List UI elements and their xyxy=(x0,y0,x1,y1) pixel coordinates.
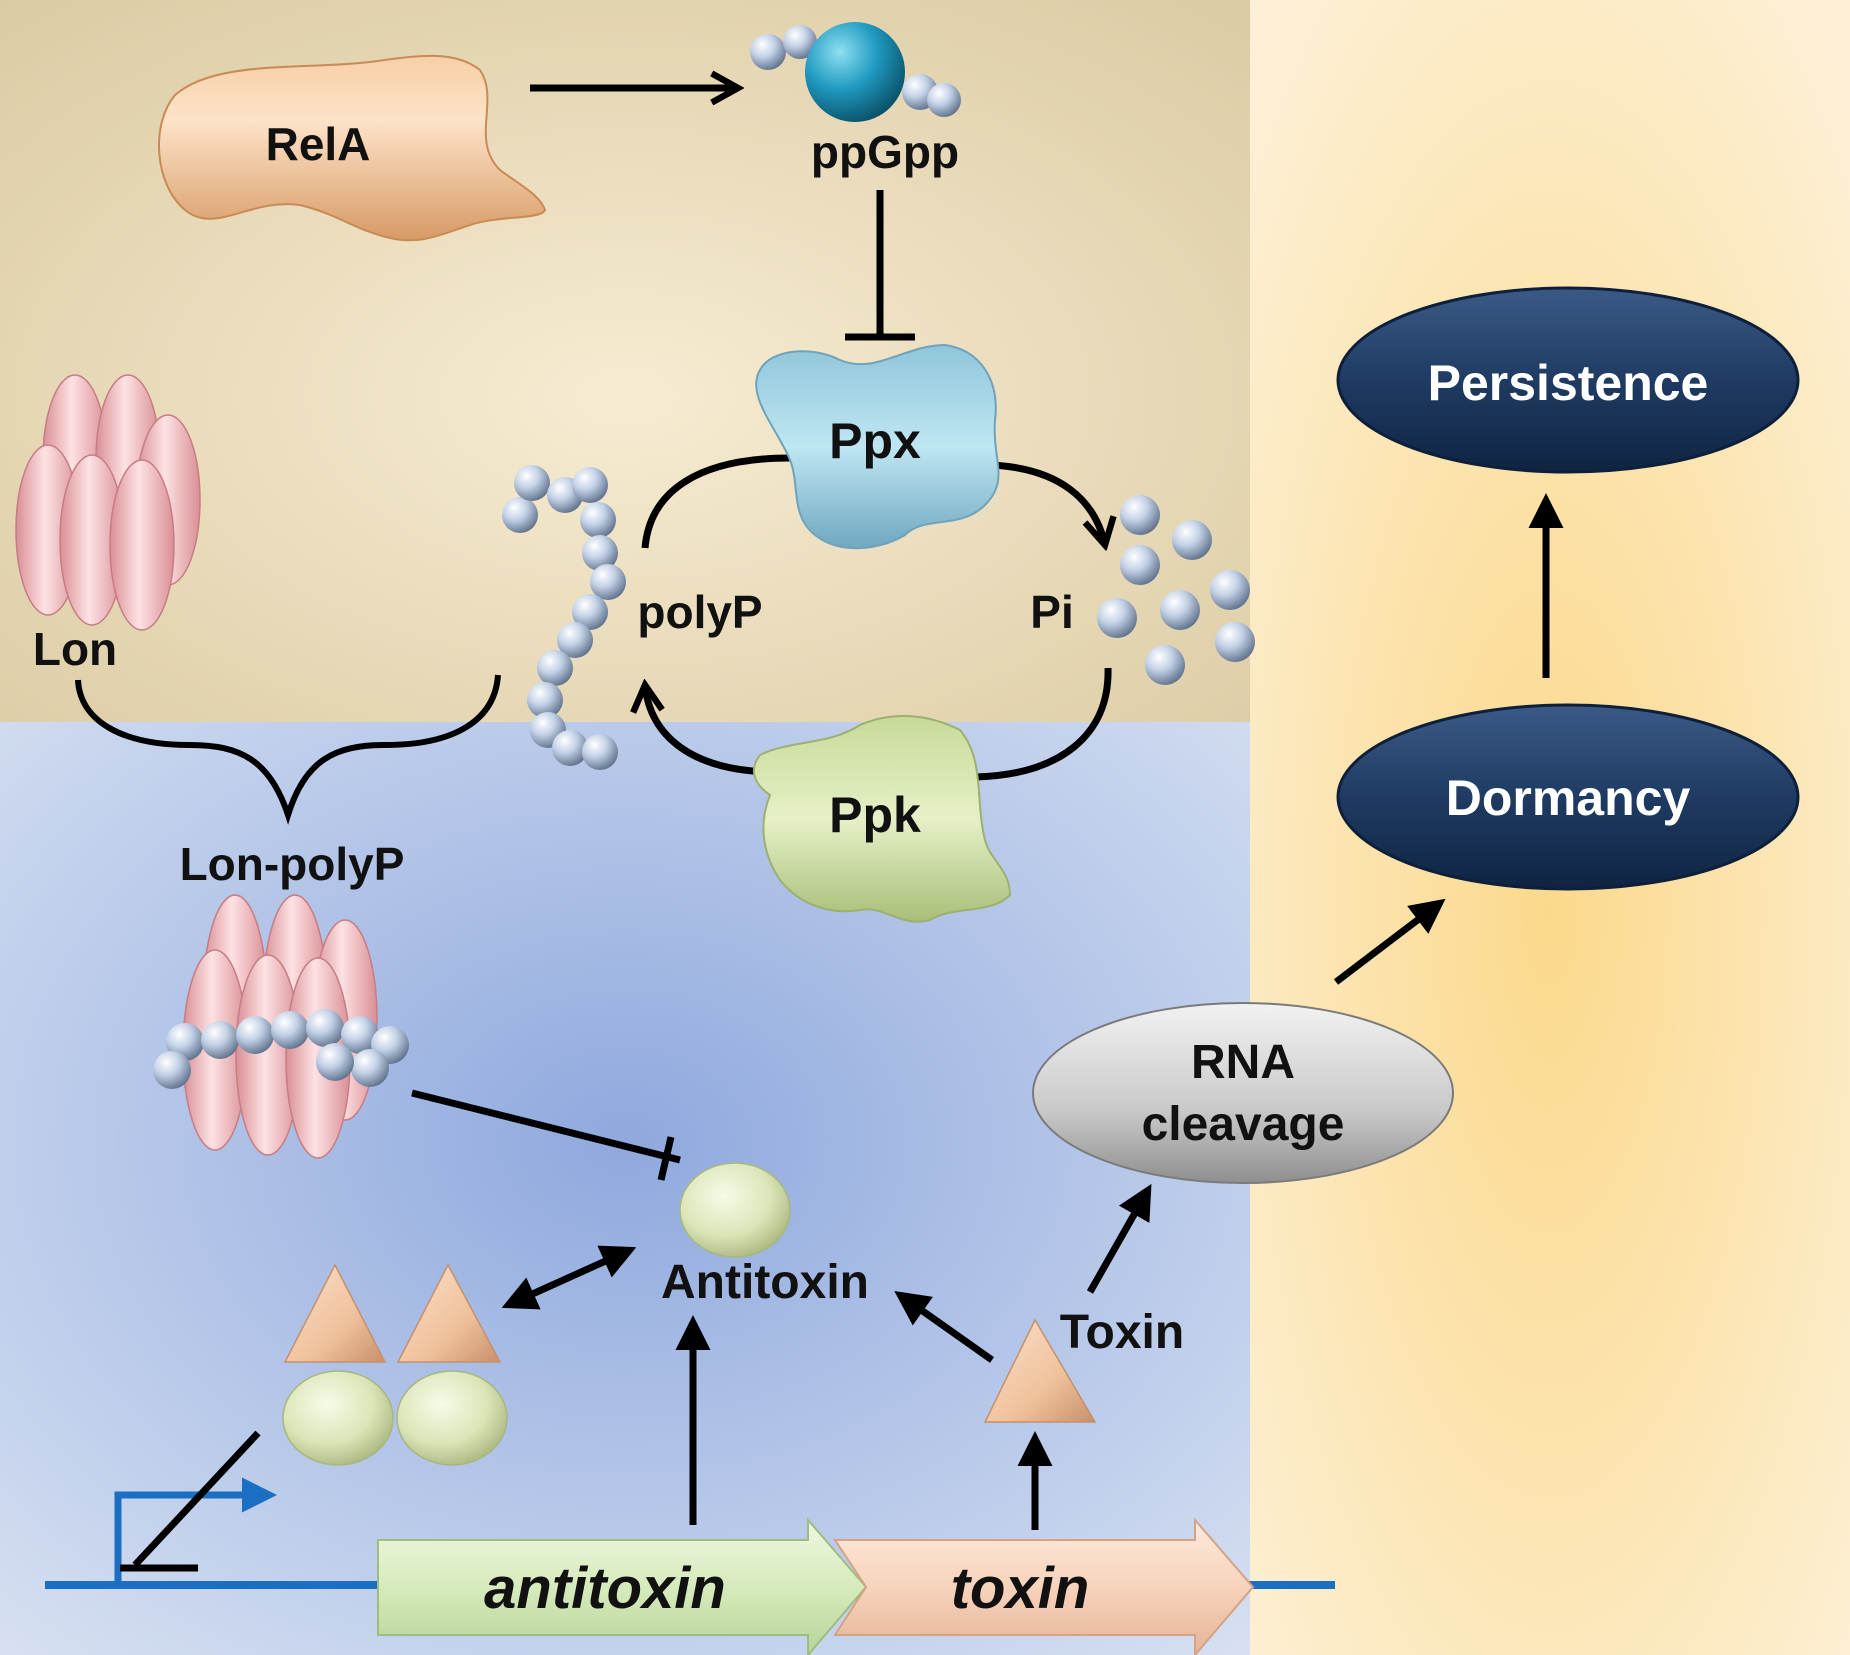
dormancy-label: Dormancy xyxy=(1446,770,1691,826)
polyp-bead xyxy=(514,465,550,501)
ring-bead xyxy=(271,1011,309,1049)
polyp-bead xyxy=(527,682,563,718)
arrow-toxin-to-rna-cleavage xyxy=(1086,1183,1152,1294)
toxin-gene: toxin xyxy=(833,1517,1255,1655)
persistence-label: Persistence xyxy=(1428,355,1709,411)
ppgpp-bead-1 xyxy=(750,34,786,70)
ring-bead xyxy=(341,1016,379,1054)
polyp-bead xyxy=(502,497,538,533)
polyp-label: polyP xyxy=(637,586,762,638)
polyp-bead xyxy=(537,650,573,686)
ppx-label: Ppx xyxy=(829,413,921,469)
antitoxin-gene: antitoxin xyxy=(377,1517,868,1655)
arrow-toxin-to-antitoxin xyxy=(894,1290,995,1363)
ta-complex xyxy=(282,1263,508,1466)
polyp-bead xyxy=(557,622,593,658)
rna-cleavage-line2: cleavage xyxy=(1142,1098,1345,1151)
pi-bead xyxy=(1145,645,1185,685)
arc-pi-to-ppk xyxy=(974,667,1112,781)
ppgpp-bead-2 xyxy=(783,25,817,59)
ring-bead xyxy=(236,1016,274,1054)
pi-bead xyxy=(1120,545,1160,585)
ppgpp-molecule: ppGpp xyxy=(750,22,961,178)
ring-bead xyxy=(316,1043,354,1081)
pi-bead xyxy=(1120,495,1160,535)
persistence-node: Persistence xyxy=(1336,286,1800,474)
toxin-protein: Toxin xyxy=(983,1306,1184,1423)
lon-polyp-label: Lon-polyP xyxy=(180,838,405,890)
pi-cluster: Pi xyxy=(1030,495,1255,685)
ppk-label: Ppk xyxy=(829,787,921,843)
arrow-rna-to-dormancy xyxy=(1333,898,1446,985)
toxin-gene-label: toxin xyxy=(951,1556,1090,1621)
polyp-bead xyxy=(590,564,626,600)
promoter-arrow xyxy=(114,1477,277,1585)
background-bottom-region xyxy=(0,722,1250,1655)
polyp-bead xyxy=(572,467,608,503)
arc-polyp-to-ppx xyxy=(641,454,791,549)
pi-label: Pi xyxy=(1030,586,1073,638)
arc-ppx-to-pi xyxy=(989,461,1105,545)
pi-bead xyxy=(1172,520,1212,560)
rna-cleavage-node: RNA cleavage xyxy=(1032,1002,1454,1184)
pi-bead xyxy=(1160,590,1200,630)
pi-bead xyxy=(1210,570,1250,610)
inhibition-lonpolyp-to-antitoxin xyxy=(411,1089,681,1181)
polyp-chain: polyP xyxy=(502,465,763,770)
rela-label: RelA xyxy=(266,118,371,170)
arrow-complex-antitoxin xyxy=(501,1245,637,1310)
pi-bead xyxy=(1215,622,1255,662)
polyp-bead xyxy=(572,594,608,630)
toxin-label: Toxin xyxy=(1060,1306,1184,1359)
pi-bead xyxy=(1097,598,1137,638)
brace-lon-polyp xyxy=(75,674,501,825)
inhibition-complex-to-promoter xyxy=(120,1430,261,1572)
rna-cleavage-line1: RNA xyxy=(1191,1036,1295,1089)
rela-protein: RelA xyxy=(158,54,547,242)
ppgpp-label: ppGpp xyxy=(811,126,959,178)
lon-polyp-complex xyxy=(153,894,409,1159)
antitoxin-label: Antitoxin xyxy=(661,1256,869,1309)
dormancy-node: Dormancy xyxy=(1336,703,1800,891)
ring-bead xyxy=(306,1009,344,1047)
polyp-bead xyxy=(582,535,618,571)
lon-label: Lon xyxy=(33,623,117,675)
polyp-bead xyxy=(552,730,588,766)
lon-protease: Lon xyxy=(15,374,201,675)
antitoxin-protein: Antitoxin xyxy=(661,1162,869,1309)
arc-ppk-to-polyp xyxy=(645,685,771,776)
ring-bead xyxy=(201,1021,239,1059)
antitoxin-gene-label: antitoxin xyxy=(484,1556,726,1621)
ppgpp-core xyxy=(805,22,905,122)
ring-bead xyxy=(351,1049,389,1087)
polyp-bead xyxy=(580,502,616,538)
ppx-protein: Ppx xyxy=(755,343,1000,550)
inhibition-ppgpp-to-ppx xyxy=(845,190,915,341)
ppk-protein: Ppk xyxy=(752,715,1012,923)
polyp-bead xyxy=(582,734,618,770)
ppgpp-bead-4 xyxy=(927,83,961,117)
ring-bead xyxy=(153,1051,191,1089)
